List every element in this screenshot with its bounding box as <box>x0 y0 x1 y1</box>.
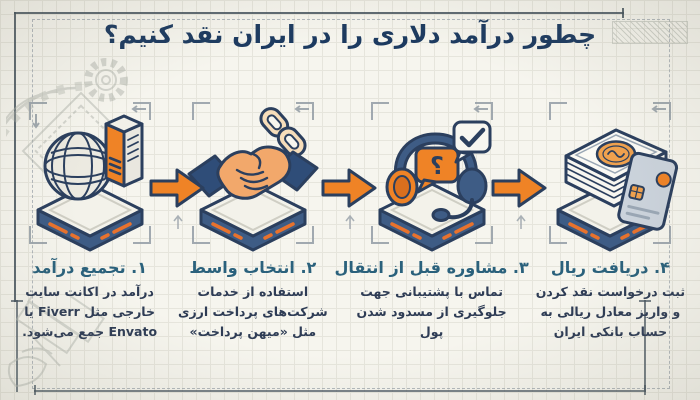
flow-arrow-1-icon <box>149 168 205 208</box>
flow-arrow-3-icon <box>491 168 547 208</box>
step-3: ؟ ۳. مشاوره قبل از انتقال تماس با پشتیبا… <box>334 94 529 342</box>
dimension-cap <box>644 385 646 395</box>
step-1-body: درآمد در اکانت سایت خارجی مثل Fiverr یا … <box>22 284 158 339</box>
step-3-body: تماس با پشتیبانی جهت جلوگیری از مسدود شد… <box>356 284 507 339</box>
flow-arrow-2-icon <box>321 168 377 208</box>
question-bubble: ؟ <box>414 146 460 194</box>
dimension-cap <box>639 300 651 302</box>
dimension-cap <box>34 385 36 395</box>
question-mark-glyph: ؟ <box>430 152 444 180</box>
dimension-cap <box>11 300 23 302</box>
step-4: ۴. دریافت ریال ثبت درخواست نقد کردن و وا… <box>529 94 692 342</box>
step-1-heading: ۱. تجمیع درآمد <box>32 258 147 277</box>
globe <box>43 131 113 201</box>
dimension-line-bottom <box>34 390 646 392</box>
pencil-sketch-icon <box>7 294 106 388</box>
server-tower <box>104 114 144 188</box>
step-3-heading: ۳. مشاوره قبل از انتقال <box>334 258 529 277</box>
dimension-line-left <box>16 300 18 392</box>
ruler-cap <box>622 8 624 18</box>
up-arrow-sketch-icon <box>516 214 526 229</box>
step-1: ۱. تجمیع درآمد درآمد در اکانت سایت خارجی… <box>8 94 171 342</box>
headset-support-icon: ؟ <box>370 102 493 252</box>
dimension-line-right <box>644 300 646 390</box>
up-arrow-sketch-icon <box>173 214 183 229</box>
handshake-chain-icon <box>187 102 319 252</box>
step-4-body: ثبت درخواست نقد کردن و واریز معادل ریالی… <box>535 284 686 339</box>
ruler-line-left <box>14 12 16 302</box>
check-bubble <box>452 120 492 164</box>
headset <box>385 132 488 222</box>
isometric-platform <box>199 182 307 252</box>
step-2-heading: ۲. انتخاب واسط <box>189 258 317 277</box>
globe-server-icon <box>28 102 151 252</box>
steps-row: ۱. تجمیع درآمد درآمد در اکانت سایت خارجی… <box>8 94 692 342</box>
chain-link <box>259 107 307 157</box>
up-arrow-sketch-icon <box>345 214 355 229</box>
hatched-rectangle <box>612 21 688 44</box>
page-title: چطور درآمد دلاری را در ایران نقد کنیم؟ <box>103 20 597 49</box>
step-2-body: استفاده از خدمات شرکت‌های پرداخت ارزی مث… <box>178 284 328 339</box>
step-2: ۲. انتخاب واسط استفاده از خدمات شرکت‌های… <box>171 94 334 342</box>
step-4-heading: ۴. دریافت ریال <box>550 258 670 277</box>
credit-card <box>617 151 679 231</box>
handshake <box>187 145 319 200</box>
ruler-line-top <box>14 12 624 14</box>
cash-card-icon <box>549 102 679 252</box>
